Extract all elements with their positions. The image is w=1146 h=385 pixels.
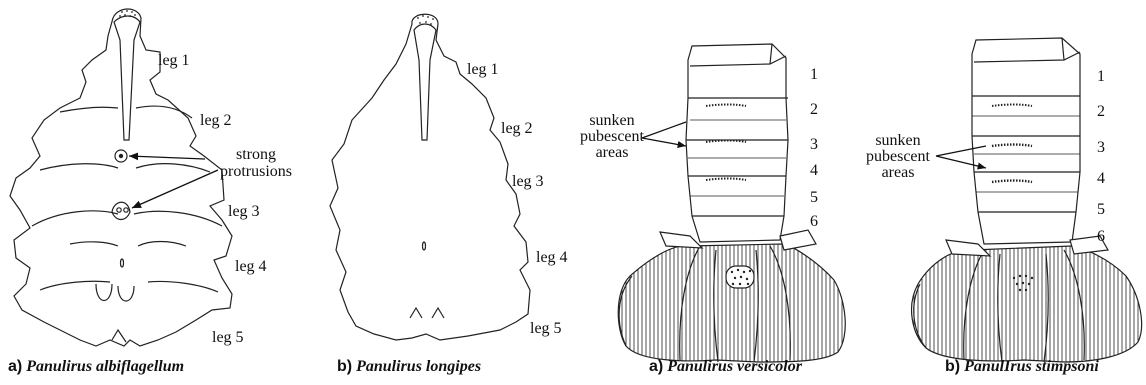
leg-label: leg 5: [530, 320, 562, 337]
annotation-protrusions: protrusions: [220, 163, 292, 180]
caption-species: Panulirus longipes: [356, 358, 481, 375]
leg-label: leg 1: [158, 52, 190, 69]
leg-label: leg 3: [228, 203, 260, 220]
leg-label: leg 2: [200, 112, 232, 129]
annotation-line: pubescent: [864, 149, 932, 165]
abdomen-stimpsoni: [912, 38, 1142, 362]
segment-number: 3: [1097, 139, 1105, 157]
segment-number: 1: [1097, 68, 1105, 86]
annotation-line: sunken: [864, 133, 932, 149]
caption-albiflagellum: a) Panulirus albiflagellum: [8, 358, 184, 376]
annotation-line: areas: [578, 145, 646, 161]
caption-stimpsoni: b) PanulIrus stimpsoni: [945, 358, 1099, 376]
segment-number: 5: [1097, 201, 1105, 219]
segment-number: 1: [810, 66, 818, 84]
segment-number: 5: [810, 189, 818, 207]
protrusion-arrow-lower: [132, 170, 218, 208]
caption-species: Panulirus versicolor: [667, 358, 802, 375]
caption-prefix: a): [649, 358, 663, 375]
pubescent-arrows-versicolor: [642, 122, 686, 146]
annotation-strong: strong: [236, 146, 276, 163]
segment-number: 6: [1097, 228, 1105, 246]
caption-longipes: b) Panulirus longipes: [337, 358, 481, 376]
segment-number: 3: [810, 136, 818, 154]
annotation-line: areas: [864, 165, 932, 181]
leg-label: leg 3: [512, 173, 544, 190]
annotation-line: pubescent: [578, 129, 646, 145]
leg-label: leg 5: [212, 329, 244, 346]
sternum-longipes-outline: [330, 14, 530, 340]
protrusion-arrow-upper: [129, 156, 205, 159]
segment-number: 4: [810, 162, 818, 180]
leg-label: leg 4: [536, 249, 568, 266]
caption-prefix: b): [945, 358, 960, 375]
caption-species: PanulIrus stimpsoni: [964, 358, 1099, 375]
segment-number: 4: [1097, 170, 1105, 188]
pubescent-annotation-versicolor: sunken pubescent areas: [578, 113, 646, 161]
leg-label: leg 2: [501, 120, 533, 137]
segment-number: 6: [810, 213, 818, 231]
leg-label: leg 1: [467, 61, 499, 78]
segment-number: 2: [1097, 103, 1105, 121]
caption-versicolor: a) Panulirus versicolor: [649, 358, 802, 376]
pubescent-annotation-stimpsoni: sunken pubescent areas: [864, 133, 932, 181]
caption-prefix: b): [337, 358, 352, 375]
segment-number: 2: [810, 101, 818, 119]
caption-prefix: a): [8, 358, 22, 375]
caption-species: Panulirus albiflagellum: [26, 358, 184, 375]
sternum-albiflagellum-outline: [10, 9, 232, 346]
annotation-line: sunken: [578, 113, 646, 129]
leg-label: leg 4: [235, 258, 267, 275]
